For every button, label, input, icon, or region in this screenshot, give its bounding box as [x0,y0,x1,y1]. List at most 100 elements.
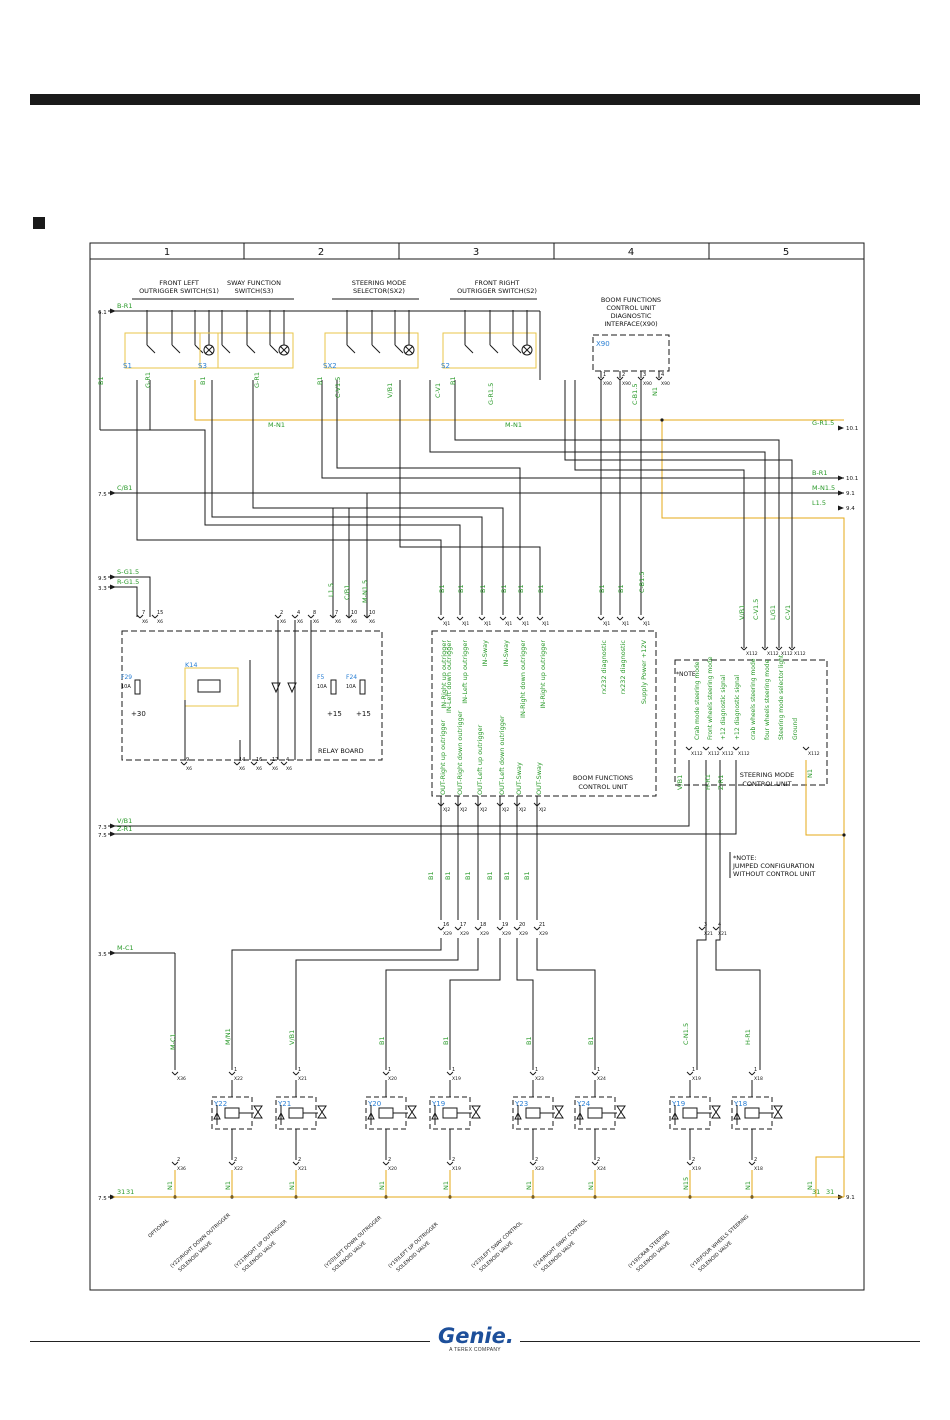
wire-route [449,938,501,1070]
wire-segment [640,376,645,381]
wire-segment [536,802,541,807]
boom-input-signal: IN-Right down outrigger [519,640,527,718]
connector-label: X21 [718,931,727,937]
boom-output-signal: OUT-Sway [515,762,523,795]
diode-icon [271,682,281,694]
wire-segment [688,746,693,751]
wire-segment [705,746,710,751]
connector-label: X20 [388,1166,397,1172]
wire-label: C/B1 [343,585,351,600]
diode-icon [431,1111,439,1120]
wire-segment [748,1071,753,1076]
sheet-ref: 7.5 [98,833,107,839]
wire-segment [597,616,602,621]
wire-segment [619,376,624,381]
diagram-text: CONTROL UNIT [606,304,655,312]
wire-segment [619,616,624,621]
wire-label: B1 [587,1036,595,1045]
relay-tag: K14 [185,661,198,669]
pin-number: 2 [622,372,625,378]
wire-label: C-N1.5 [682,1023,690,1045]
wire-label: N15 [682,1177,690,1190]
pin-number: 2 [597,1157,600,1163]
diode-icon [576,1111,584,1120]
wire-label: 31 [826,1188,834,1196]
wire-label: S-G1.5 [117,568,139,576]
wire-segment [231,1071,236,1076]
footer-line-right [520,1341,920,1342]
connector-label: X21 [298,1076,307,1082]
relay-board-label: RELAY BOARD [318,747,364,755]
wire-segment [477,802,482,807]
valve-description: (Y21)RIGHT UP OUTRIGGER [233,1219,289,1270]
wire-route [231,938,442,1070]
boom-input-signal: IN-Left down outrigger [445,640,453,713]
fuse-icon [330,679,337,695]
lamp-icon-cross [279,345,289,355]
fuse-rating: 10A [346,684,356,690]
wire-label: N1 [224,1181,232,1190]
sheet-ref: 10.1 [846,426,858,432]
sheet-ref: 9.4 [846,506,855,512]
wire-segment [477,926,482,931]
connector-label: XJ1 [542,621,549,627]
wire-segment [457,926,462,931]
diode-icon [277,1111,285,1120]
header-bar [30,94,920,105]
valve-tag: Y19 [431,1100,445,1108]
wire-segment [637,616,642,621]
wire-label: 31 [117,1188,125,1196]
connector-label: XJ1 [505,621,512,627]
wire-route [429,380,766,648]
wire-segment [748,1161,753,1166]
wire-segment [394,344,404,354]
connector-label: X6 [186,766,192,772]
connector-label: XJ1 [622,621,629,627]
connector-label: X18 [754,1166,763,1172]
connector-label: X29 [460,931,469,937]
wire-segment [171,1161,176,1166]
wire-segment [600,616,605,621]
wire-segment [805,746,810,751]
switch-tag: S3 [198,362,207,370]
wire-label: Z-R1 [117,825,132,833]
wire-label: M-N1.5 [812,484,835,492]
wire-label: C-V1.5 [752,599,760,620]
solenoid-coil [587,1107,603,1119]
wire-segment [139,614,144,619]
pin-number: 17 [272,757,278,763]
wire-label: B1 [427,871,435,880]
connector-label: X112 [794,651,806,657]
valve-icon [711,1105,721,1119]
wire-label: G-R1.5 [812,419,834,427]
wire-label: G-R1 [144,372,152,388]
wire-segment [716,746,721,751]
connector-label: X21 [298,1166,307,1172]
wire-segment [513,802,518,807]
connector-label: X112 [808,751,820,757]
wire-label: B-R1 [117,302,132,310]
pin-number: 2 [388,1157,391,1163]
wire-segment [180,761,185,766]
lamp-icon-cross [204,345,214,355]
valve-tag: Y18 [733,1100,747,1108]
wire-segment [146,344,156,354]
logo-brand: Genie. [438,1324,514,1348]
diagram-text: INTERFACE(X90) [604,320,657,328]
valve-icon [407,1105,417,1119]
diode-icon [733,1111,741,1120]
sheet-ref: 7.5 [98,492,107,498]
pin-number: 21 [539,922,545,928]
wire-segment [266,761,271,766]
valve-icon [317,1105,327,1119]
wire-segment [536,926,541,931]
pin-number: 2 [280,610,283,616]
steering-signal: crab wheels steering mode [750,658,757,740]
pin-number: 16 [443,922,449,928]
boom-input-signal: IN-Sway [502,640,510,667]
unit-note: *NOTE [676,671,696,678]
wire-segment [283,761,288,766]
connector-label: X112 [781,651,793,657]
steering-signal: Steering mode selector light [778,654,785,740]
ground-bus-top [194,380,662,421]
